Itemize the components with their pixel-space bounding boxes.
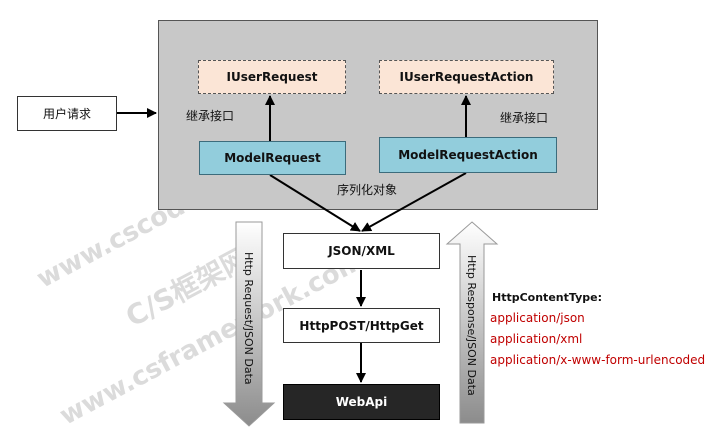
modelrequestaction-label: ModelRequestAction bbox=[398, 148, 538, 162]
inherit-label-left: 继承接口 bbox=[186, 109, 235, 123]
response-arrow-label: Http Response/JSON Data bbox=[465, 255, 478, 396]
user-request-label: 用户请求 bbox=[42, 107, 91, 121]
request-arrow-label: Http Request/JSON Data bbox=[242, 252, 255, 385]
json-xml-box: JSON/XML bbox=[283, 233, 440, 269]
webapi-box: WebApi bbox=[283, 384, 440, 420]
inherit-label-right: 继承接口 bbox=[500, 111, 549, 125]
httppost-box: HttpPOST/HttpGet bbox=[283, 308, 440, 343]
content-type-json: application/json bbox=[490, 311, 585, 325]
modelrequest-box: ModelRequest bbox=[199, 141, 346, 175]
serialize-line-right bbox=[361, 172, 467, 232]
serialize-line-left bbox=[269, 174, 361, 232]
httppost-label: HttpPOST/HttpGet bbox=[299, 318, 424, 333]
response-big-arrow bbox=[445, 221, 499, 424]
user-request-box: 用户请求 bbox=[17, 96, 117, 131]
serialize-label: 序列化对象 bbox=[337, 183, 398, 197]
iuserrequestaction-label: IUserRequestAction bbox=[399, 70, 534, 84]
request-big-arrow bbox=[222, 221, 276, 427]
content-type-xml: application/xml bbox=[490, 332, 583, 346]
iuserrequestaction-box: IUserRequestAction bbox=[379, 60, 554, 94]
content-type-block: HttpContentType: application/json applic… bbox=[490, 291, 706, 367]
model-panel bbox=[158, 20, 598, 210]
modelrequestaction-box: ModelRequestAction bbox=[379, 137, 557, 173]
content-type-form: application/x-www-form-urlencoded bbox=[490, 353, 706, 367]
content-type-title: HttpContentType: bbox=[492, 291, 602, 304]
iuserrequest-label: IUserRequest bbox=[226, 70, 318, 84]
iuserrequest-box: IUserRequest bbox=[198, 60, 346, 94]
modelrequest-label: ModelRequest bbox=[224, 151, 321, 165]
webapi-label: WebApi bbox=[335, 395, 388, 409]
json-xml-label: JSON/XML bbox=[328, 244, 395, 258]
